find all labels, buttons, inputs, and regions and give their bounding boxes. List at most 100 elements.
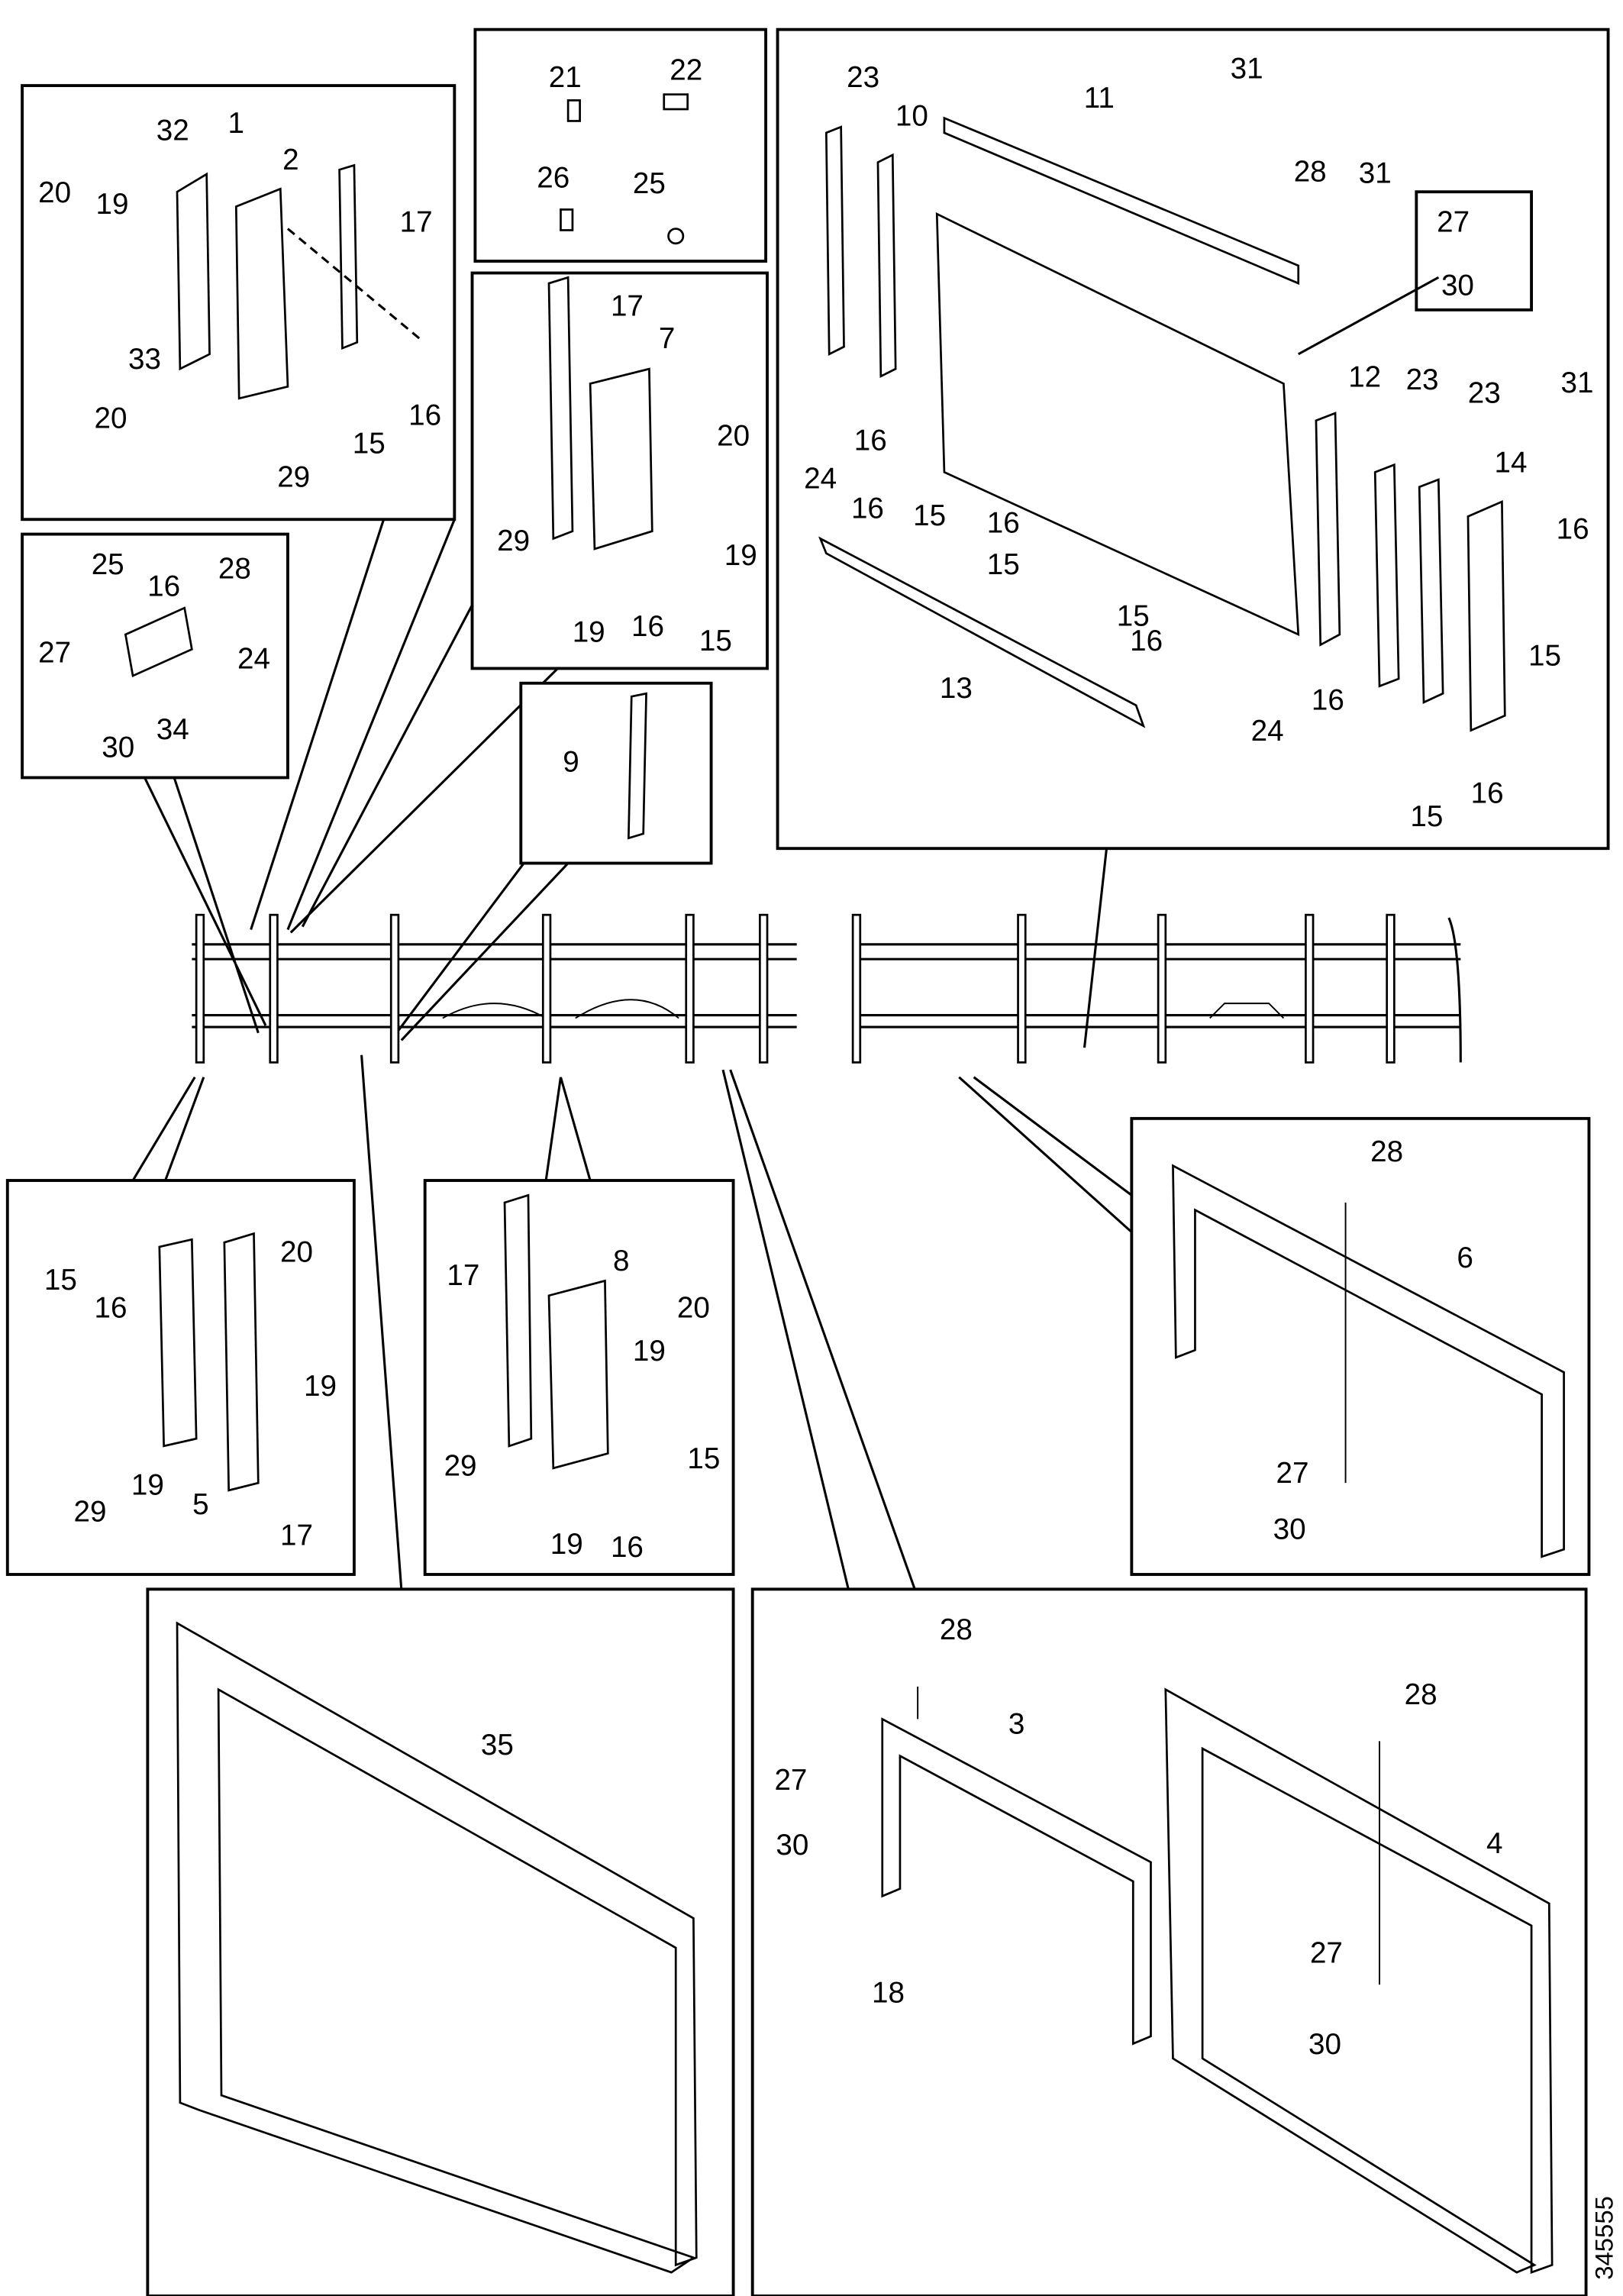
callout-e: 17 — [611, 290, 644, 323]
callout-c: 30 — [1441, 270, 1474, 302]
callout-c: 16 — [854, 424, 887, 457]
callout-c: 31 — [1231, 52, 1263, 85]
callout-i: 27 — [1276, 1457, 1309, 1490]
callout-c: 14 — [1495, 446, 1528, 479]
callout-h: 19 — [550, 1528, 583, 1561]
callout-h: 16 — [611, 1531, 644, 1564]
callout-g: 29 — [74, 1495, 107, 1528]
callout-c: 28 — [1294, 156, 1327, 189]
chassis-post — [1305, 913, 1315, 1064]
callout-c: 12 — [1348, 360, 1381, 393]
callout-h: 19 — [633, 1335, 666, 1368]
chassis-post — [389, 913, 400, 1064]
callout-e: 20 — [717, 420, 750, 453]
chassis-post — [851, 913, 862, 1064]
callout-k: 18 — [872, 1976, 905, 2009]
callout-e: 7 — [659, 322, 676, 355]
callout-g: 19 — [131, 1469, 164, 1502]
callout-c: 31 — [1560, 367, 1593, 399]
callout-c: 15 — [1410, 800, 1443, 833]
callout-b: 25 — [633, 167, 666, 200]
callout-a: 33 — [128, 343, 161, 376]
chassis-post — [759, 913, 769, 1064]
callout-k: 27 — [774, 1764, 807, 1797]
callout-i: 30 — [1273, 1513, 1306, 1546]
callout-c: 16 — [1557, 512, 1589, 545]
callout-d: 27 — [38, 637, 71, 670]
callout-d: 25 — [92, 548, 124, 581]
chassis-post — [685, 913, 695, 1064]
callout-d: 28 — [218, 553, 251, 586]
callout-h: 20 — [677, 1292, 710, 1325]
callout-a: 19 — [95, 188, 128, 221]
callout-a: 29 — [277, 461, 310, 494]
chassis-post — [269, 913, 279, 1064]
callout-c: 15 — [987, 548, 1020, 581]
callout-a: 1 — [228, 107, 245, 140]
callout-g: 15 — [44, 1264, 77, 1297]
callout-e: 19 — [573, 616, 605, 649]
callout-e: 29 — [497, 525, 530, 557]
callout-d: 24 — [237, 642, 270, 675]
callout-h: 17 — [447, 1259, 479, 1292]
callout-d: 30 — [102, 731, 134, 764]
callout-c: 16 — [1130, 625, 1163, 657]
callout-i: 6 — [1457, 1242, 1473, 1274]
callout-k: 4 — [1486, 1827, 1503, 1860]
callout-g: 17 — [280, 1519, 313, 1552]
callout-c: 16 — [1312, 684, 1344, 717]
chassis-post — [541, 913, 552, 1064]
callout-d: 34 — [156, 713, 189, 746]
panel-f-strip — [519, 681, 713, 865]
callout-g: 20 — [280, 1235, 313, 1268]
callout-a: 32 — [156, 115, 189, 147]
callout-c: 24 — [1251, 715, 1284, 748]
chassis-post — [1017, 913, 1027, 1064]
callout-a: 15 — [353, 427, 386, 460]
callout-a: 20 — [95, 402, 127, 434]
callout-h: 29 — [444, 1450, 477, 1483]
callout-c: 10 — [895, 99, 928, 132]
callout-h: 15 — [687, 1442, 720, 1475]
callout-b: 22 — [670, 53, 702, 86]
figure-number: 345555 — [1589, 2196, 1618, 2280]
chassis-post — [195, 913, 205, 1064]
callout-a: 20 — [38, 176, 71, 209]
callout-c: 27 — [1437, 205, 1470, 238]
callout-g: 19 — [304, 1370, 337, 1403]
callout-c: 11 — [1084, 82, 1115, 115]
callout-e: 19 — [724, 539, 757, 572]
panel-b-fasteners — [473, 27, 768, 263]
inset-c-fastener — [1415, 190, 1534, 312]
callout-c: 13 — [940, 672, 973, 705]
callout-c: 23 — [1406, 363, 1439, 396]
callout-j: 35 — [481, 1729, 514, 1762]
callout-c: 23 — [1468, 377, 1501, 410]
callout-k: 30 — [776, 1829, 808, 1862]
parts — [124, 93, 1565, 2274]
callout-c: 15 — [913, 499, 946, 532]
callout-h: 8 — [613, 1245, 630, 1277]
callout-k: 28 — [1405, 1678, 1437, 1711]
chassis-post — [1386, 913, 1396, 1064]
callout-k: 30 — [1308, 2028, 1341, 2061]
callout-b: 26 — [537, 161, 570, 194]
callout-f: 9 — [563, 746, 579, 779]
callout-a: 17 — [400, 205, 433, 238]
chassis-post — [1157, 913, 1167, 1064]
callout-c: 15 — [1528, 640, 1561, 673]
callout-e: 15 — [699, 625, 732, 657]
callout-k: 27 — [1310, 1936, 1343, 1969]
callout-g: 5 — [192, 1488, 209, 1521]
callout-c: 16 — [987, 507, 1020, 540]
callout-e: 16 — [631, 610, 664, 643]
callout-i: 28 — [1370, 1135, 1403, 1168]
callout-c: 16 — [1471, 777, 1504, 809]
callout-a: 16 — [408, 399, 441, 432]
callout-k: 3 — [1008, 1708, 1024, 1741]
callout-c: 24 — [804, 463, 837, 496]
callout-d: 16 — [147, 570, 180, 603]
callout-c: 23 — [847, 61, 879, 94]
